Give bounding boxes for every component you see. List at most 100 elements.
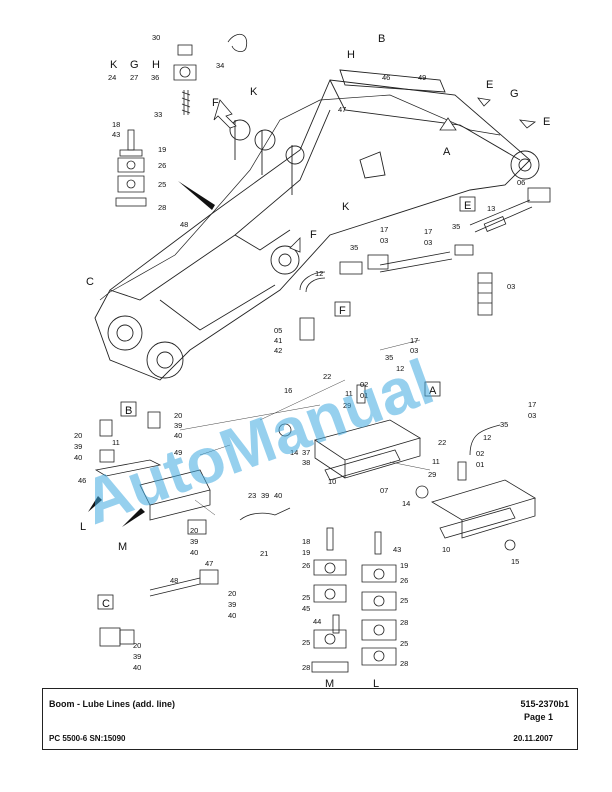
marker-l-left: L <box>80 521 86 533</box>
drawing-title: Boom - Lube Lines (add. line) <box>49 699 175 709</box>
marker-g-boom: G <box>510 88 519 100</box>
pn-11-a: 11 <box>345 389 353 398</box>
pn-22-a2: 22 <box>438 438 446 447</box>
pn-39-c: 39 <box>228 600 236 609</box>
pn-40-m2: 40 <box>190 548 198 557</box>
pn-34: 34 <box>216 61 224 70</box>
pn-35-f: 35 <box>350 243 358 252</box>
pn-20-m: 20 <box>190 526 198 535</box>
leader-lines <box>179 339 431 516</box>
pn-03-f: 03 <box>380 236 388 245</box>
marker-a-box: A <box>429 385 437 397</box>
detail-f-fittings <box>299 254 493 341</box>
pn-19-m: 19 <box>302 548 310 557</box>
marker-labels: K G H H B E G E K F A K F C E F A B C L … <box>80 33 550 690</box>
detail-b-assembly <box>94 411 291 647</box>
pn-17-f: 17 <box>380 225 388 234</box>
pn-03-a2: 03 <box>528 411 536 420</box>
pn-47-boom: 47 <box>338 105 346 114</box>
marker-b-box: B <box>125 405 132 417</box>
drawing-date: 20.11.2007 <box>513 734 553 743</box>
pn-35-a: 35 <box>385 353 393 362</box>
page-number: Page 1 <box>523 712 553 722</box>
pn-30: 30 <box>152 33 160 42</box>
pn-48-c: 48 <box>170 576 178 585</box>
document-number: 515-2370b1 <box>520 699 569 709</box>
marker-a-boom: A <box>443 146 451 158</box>
marker-e-boom: E <box>486 79 493 91</box>
pn-17-a2: 17 <box>528 400 536 409</box>
pn-40-m: 40 <box>274 491 282 500</box>
pn-10-a: 10 <box>328 477 336 486</box>
pn-25-l2: 25 <box>400 639 408 648</box>
pn-43: 43 <box>112 130 120 139</box>
pn-01-a: 01 <box>360 391 368 400</box>
pn-07: 07 <box>380 486 388 495</box>
pn-26: 26 <box>158 161 166 170</box>
marker-k-mid: K <box>342 201 350 213</box>
marker-k-boom: K <box>250 86 258 98</box>
pn-13: 13 <box>487 204 495 213</box>
detail-a-blocks <box>278 384 536 551</box>
pn-25-l: 25 <box>400 596 408 605</box>
pn-06: 06 <box>517 178 525 187</box>
marker-f-box: F <box>339 305 346 317</box>
pn-39-m: 39 <box>261 491 269 500</box>
pn-49-b: 49 <box>174 448 182 457</box>
view-arrows <box>213 97 537 253</box>
pn-03-e: 03 <box>424 238 432 247</box>
pn-19-l: 19 <box>400 561 408 570</box>
pn-03-right: 03 <box>507 282 515 291</box>
marker-g-top: G <box>130 59 139 71</box>
pointer-arrows <box>88 181 215 527</box>
pn-29-a: 29 <box>343 401 351 410</box>
pn-15: 15 <box>511 557 519 566</box>
pn-29-a2: 29 <box>428 470 436 479</box>
pn-20-b: 20 <box>174 411 182 420</box>
pn-40-c2: 40 <box>133 663 141 672</box>
marker-b-boom: B <box>378 33 385 45</box>
pn-19: 19 <box>158 145 166 154</box>
pn-17-e: 17 <box>424 227 432 236</box>
pn-38: 38 <box>302 458 310 467</box>
pn-18-m: 18 <box>302 537 310 546</box>
pn-17-a: 17 <box>410 336 418 345</box>
pn-33: 33 <box>154 110 162 119</box>
pn-12-a: 12 <box>396 364 404 373</box>
marker-m-left: M <box>118 541 127 553</box>
pn-02-a: 02 <box>360 380 368 389</box>
boxed-markers <box>97 196 476 610</box>
marker-e-right: E <box>543 116 550 128</box>
part-number-labels: 30 34 24 27 36 33 18 43 19 26 25 28 48 4… <box>74 33 536 672</box>
pn-40-c: 40 <box>228 611 236 620</box>
marker-e-box: E <box>464 200 471 212</box>
pn-20-b2: 20 <box>74 431 82 440</box>
pn-28: 28 <box>158 203 166 212</box>
clamp-stacks-l-m <box>311 527 397 673</box>
pn-12-a2: 12 <box>483 433 491 442</box>
pn-46-b: 46 <box>78 476 86 485</box>
pn-20-c2: 20 <box>133 641 141 650</box>
pn-39-c2: 39 <box>133 652 141 661</box>
detail-e-fittings <box>379 187 551 273</box>
pn-27: 27 <box>130 73 138 82</box>
pn-03-a: 03 <box>410 346 418 355</box>
pn-43-l: 43 <box>393 545 401 554</box>
pn-25: 25 <box>158 180 166 189</box>
pn-40-b: 40 <box>174 431 182 440</box>
pn-48-boom: 48 <box>180 220 188 229</box>
pn-36: 36 <box>151 73 159 82</box>
pn-44: 44 <box>313 617 321 626</box>
boom-assembly <box>94 69 540 381</box>
pn-39-b: 39 <box>174 421 182 430</box>
pn-10-a2: 10 <box>442 545 450 554</box>
marker-h-top: H <box>152 59 160 71</box>
pn-22-a: 22 <box>323 372 331 381</box>
marker-f-boom: F <box>212 97 219 109</box>
pn-24: 24 <box>108 73 116 82</box>
pn-28-l2: 28 <box>400 659 408 668</box>
clamp-detail-kgh <box>173 34 248 115</box>
pn-37: 37 <box>302 448 310 457</box>
marker-c-box: C <box>102 598 110 610</box>
